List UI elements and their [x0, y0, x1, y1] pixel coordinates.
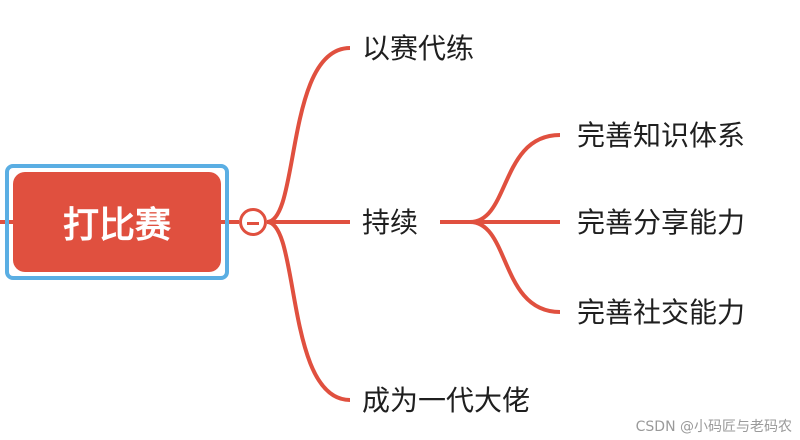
connector-branch-3: [266, 220, 351, 402]
connector-sub-1: [469, 133, 561, 224]
connector-branch-1: [266, 46, 351, 224]
root-node-label: 打比赛: [62, 205, 171, 246]
watermark: CSDN @小码匠与老码农: [635, 419, 792, 435]
branch-node-1[interactable]: 以赛代练: [362, 32, 475, 65]
sub-node-2[interactable]: 完善分享能力: [577, 206, 746, 239]
sub-node-1[interactable]: 完善知识体系: [577, 119, 746, 152]
root-node[interactable]: 打比赛: [13, 172, 221, 272]
root-selection-outline: [5, 164, 229, 280]
collapse-minus-icon[interactable]: [239, 208, 267, 236]
branch-node-3[interactable]: 成为一代大佬: [362, 384, 531, 417]
sub-node-3[interactable]: 完善社交能力: [577, 296, 746, 329]
connector-sub-3: [469, 220, 561, 314]
branch-node-2[interactable]: 持续: [362, 206, 419, 239]
